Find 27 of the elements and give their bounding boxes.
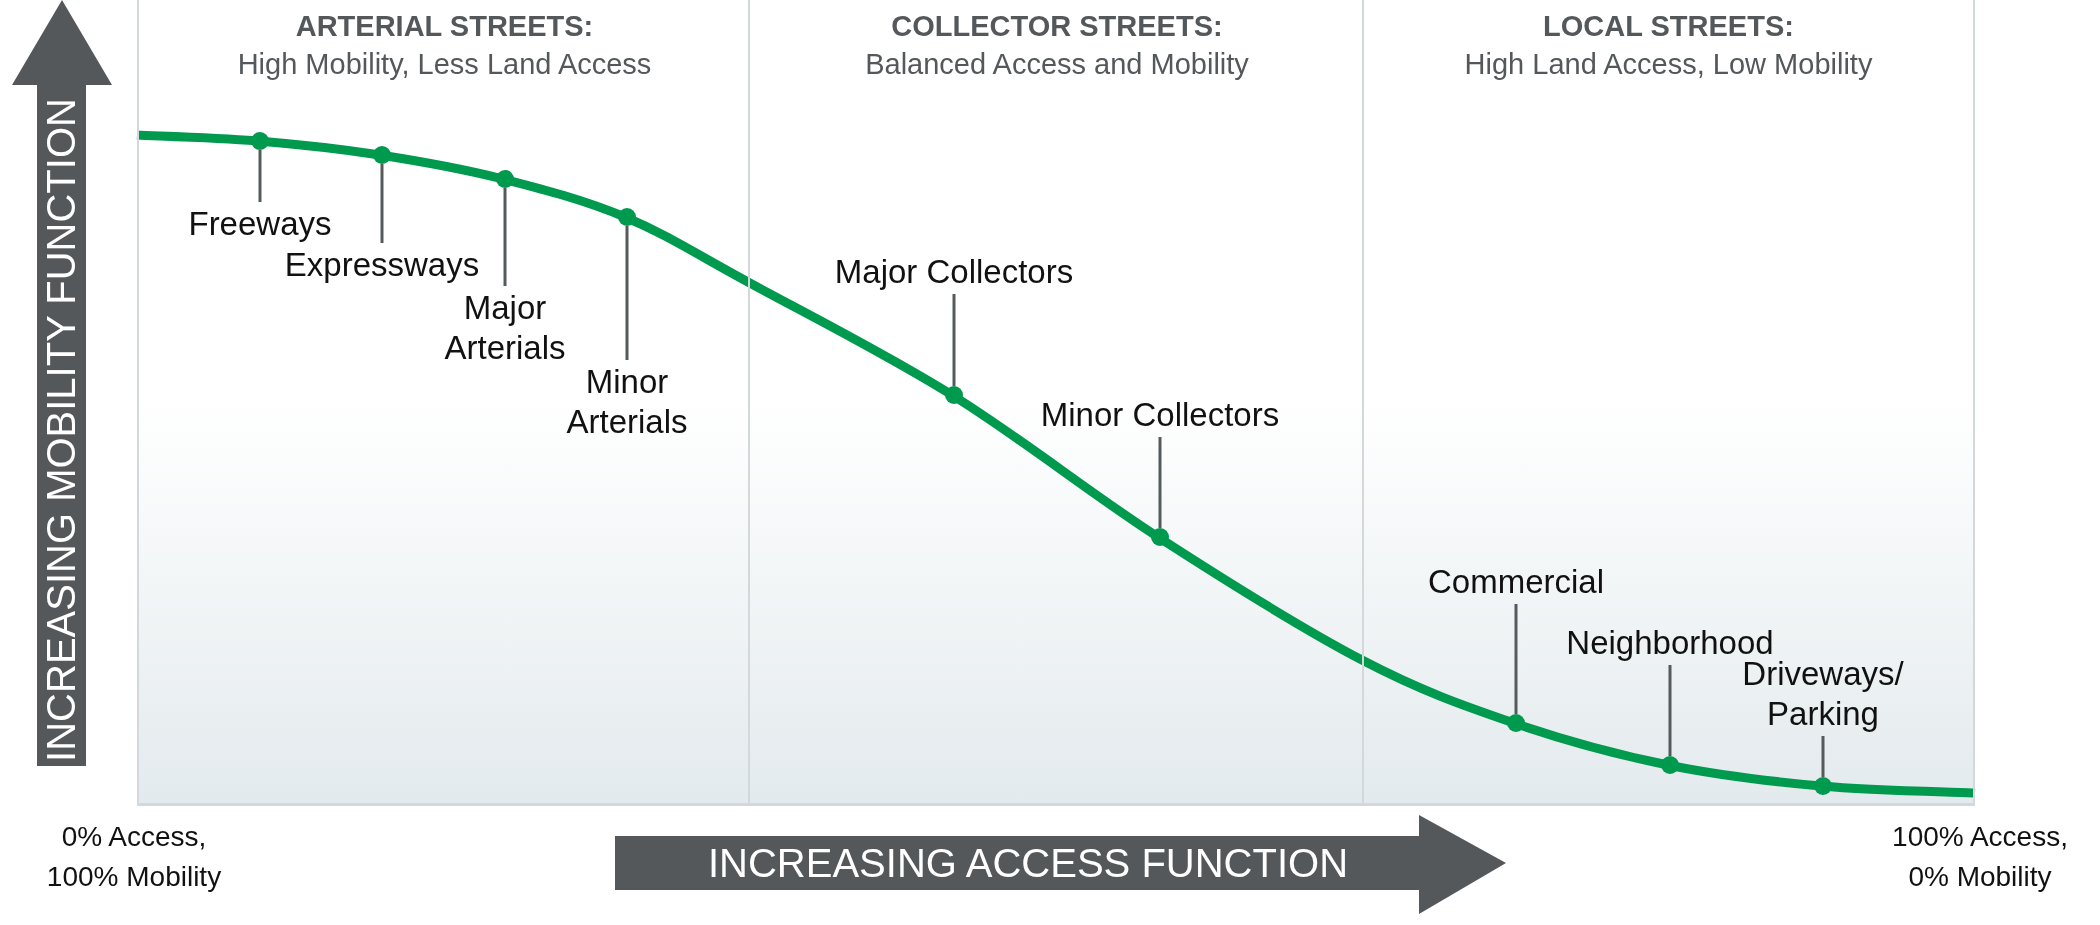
panel-heading: ARTERIAL STREETS:	[294, 9, 595, 44]
panel-subheading: High Mobility, Less Land Access	[236, 47, 653, 82]
street-type-label: Expressways	[284, 245, 480, 285]
street-type-label: Minor Collectors	[1040, 395, 1280, 435]
leader-line	[380, 164, 384, 243]
street-type-label: Freeways	[188, 204, 332, 244]
axis-end-label: 0% Access, 100% Mobility	[45, 820, 223, 894]
street-type-label: Commercial	[1428, 562, 1604, 602]
axis-title: INCREASING MOBILITY FUNCTION	[39, 98, 83, 762]
leader-line	[1158, 437, 1162, 528]
leader-line	[952, 294, 956, 386]
leader-line	[258, 150, 262, 202]
panel-subheading: Balanced Access and Mobility	[864, 47, 1250, 82]
axis-title: INCREASING ACCESS FUNCTION	[707, 841, 1349, 885]
category-panel	[1362, 0, 1975, 806]
axis-end-label: 100% Access, 0% Mobility	[1891, 820, 2069, 894]
category-panel	[748, 0, 1364, 806]
leader-line	[503, 188, 507, 286]
street-type-label: Major Collectors	[834, 252, 1074, 292]
leader-line	[1821, 736, 1825, 777]
leader-line	[1668, 665, 1672, 756]
category-panel	[137, 0, 750, 806]
panel-subheading: High Land Access, Low Mobility	[1463, 47, 1874, 82]
leader-line	[1514, 604, 1518, 714]
panel-heading: LOCAL STREETS:	[1542, 9, 1795, 44]
panel-heading: COLLECTOR STREETS:	[890, 9, 1224, 44]
leader-line	[625, 226, 629, 360]
